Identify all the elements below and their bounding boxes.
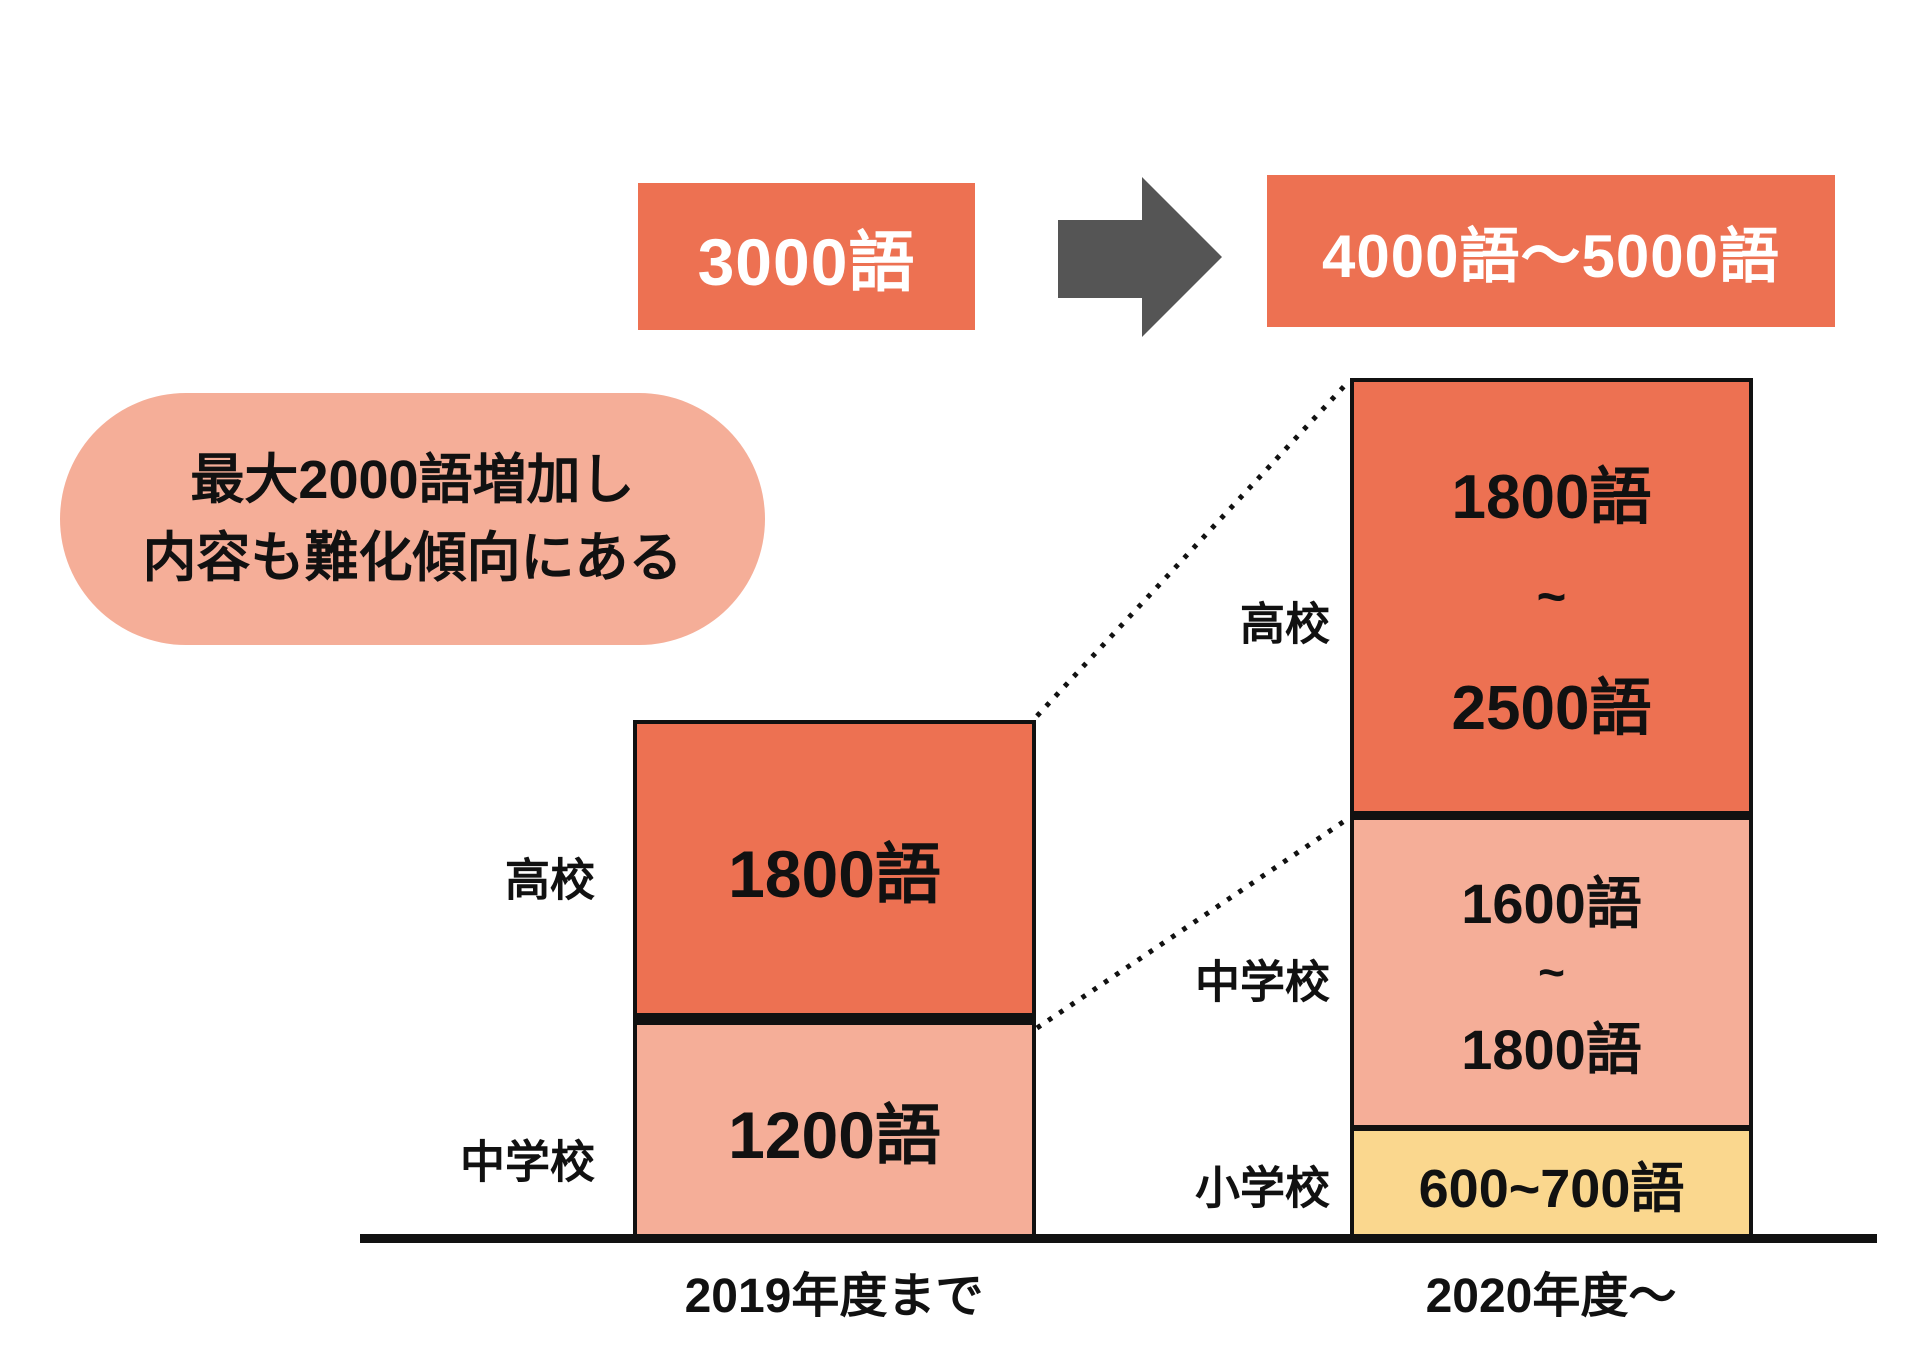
bar-2020-segment-chuugakkou: 1600語 ~ 1800語: [1354, 820, 1749, 1131]
label-2020-chuugakkou: 中学校: [1194, 956, 1330, 1008]
callout-line2: 内容も難化傾向にある: [142, 528, 683, 588]
bar-2020-chuugakkou-range-tilde: ~: [1538, 945, 1565, 998]
bar-2019-segment-chuugakkou: 1200語: [637, 1025, 1032, 1235]
axis-label-2020: 2020年度〜: [1425, 1270, 1677, 1323]
bar-2020-koukou-min: 1800語: [1451, 462, 1652, 532]
x-axis-line: [360, 1234, 1877, 1243]
total-before-box: 3000語: [638, 183, 975, 330]
callout-line1: 最大2000語増加し: [190, 450, 635, 510]
bar-2019: 1800語 1200語: [633, 720, 1036, 1239]
label-2019-chuugakkou: 中学校: [459, 1136, 595, 1188]
bar-2019-segment-koukou: 1800語: [637, 724, 1032, 1025]
callout-bubble: 最大2000語増加し 内容も難化傾向にある: [60, 393, 765, 645]
bar-2020-chuugakkou-max: 1800語: [1461, 1018, 1642, 1082]
connector-line-top: [1035, 379, 1351, 718]
bar-2019-koukou-value: 1800語: [728, 836, 941, 911]
axis-label-2019: 2019年度まで: [684, 1270, 984, 1323]
label-2019-koukou: 高校: [504, 854, 595, 906]
total-after-box: 4000語〜5000語: [1267, 175, 1835, 327]
bar-2020-shougakkou-value: 600~700語: [1418, 1158, 1685, 1219]
bar-2020-chuugakkou-min: 1600語: [1461, 871, 1642, 935]
label-2020-shougakkou: 小学校: [1194, 1162, 1330, 1214]
arrow-right-icon: [1058, 177, 1222, 337]
bar-2020-segment-shougakkou: 600~700語: [1354, 1131, 1749, 1235]
bar-2019-chuugakkou-value: 1200語: [728, 1098, 941, 1172]
label-2020-koukou: 高校: [1239, 598, 1330, 650]
bar-2020-koukou-range-tilde: ~: [1536, 567, 1567, 625]
bar-2020-koukou-max: 2500語: [1451, 674, 1652, 744]
bar-2020: 1800語 ~ 2500語 1600語 ~ 1800語 600~700語: [1350, 378, 1753, 1239]
bar-2020-segment-koukou: 1800語 ~ 2500語: [1354, 382, 1749, 820]
